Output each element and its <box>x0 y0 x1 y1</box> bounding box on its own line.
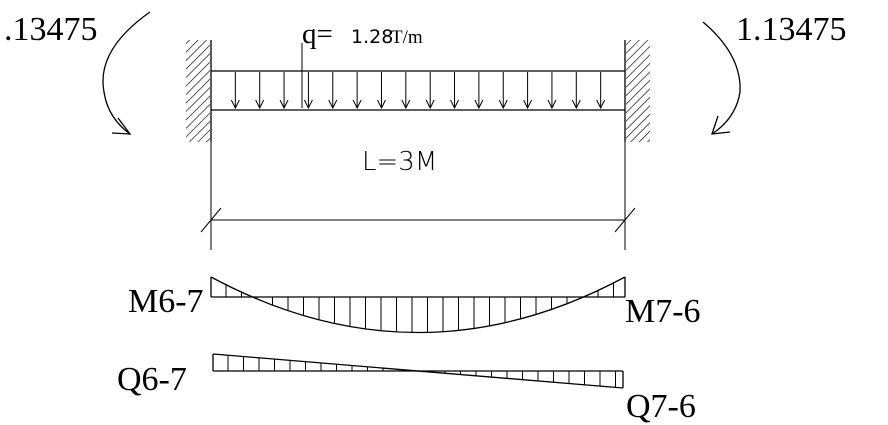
load-arrow <box>571 72 581 110</box>
left-moment-arrow <box>102 11 151 135</box>
shear-hatch <box>227 355 616 388</box>
load-arrow <box>596 72 606 110</box>
load-arrow <box>498 72 508 110</box>
load-arrows <box>230 72 606 110</box>
load-arrow <box>377 72 386 110</box>
shear-right-label: Q7-6 <box>626 388 696 425</box>
load-arrow <box>425 72 435 110</box>
load-q-unit: T/m <box>391 27 423 48</box>
load-q-symbol: q= <box>302 18 333 50</box>
dimension-tick-right <box>614 207 636 233</box>
load-arrow <box>328 72 338 110</box>
load-arrow <box>303 72 313 110</box>
shear-left-label: Q6-7 <box>117 361 187 398</box>
moment-hatch <box>225 282 614 333</box>
moment-diagram <box>210 276 626 334</box>
load-arrow <box>255 72 265 110</box>
distributed-load <box>211 70 625 111</box>
load-q-value: 1.28 <box>351 26 393 48</box>
left-fixed-support <box>186 40 212 142</box>
load-arrow <box>523 72 533 110</box>
load-arrow <box>279 72 289 110</box>
shear-diagram <box>212 353 624 389</box>
moment-left-label: M6-7 <box>128 283 204 320</box>
dimension-tick-left <box>200 207 222 233</box>
load-arrow <box>450 72 459 110</box>
right-moment-arrow <box>702 21 741 135</box>
right-moment-value: 1.13475 <box>736 11 847 48</box>
right-fixed-support <box>624 40 650 142</box>
load-arrow <box>230 72 240 110</box>
load-arrow <box>474 72 484 110</box>
load-arrow <box>352 72 362 110</box>
span-length-label: L=3M <box>362 147 437 177</box>
moment-right-label: M7-6 <box>625 293 701 330</box>
left-moment-value: .13475 <box>4 11 98 48</box>
load-arrow <box>401 72 411 110</box>
load-arrow <box>547 72 557 110</box>
